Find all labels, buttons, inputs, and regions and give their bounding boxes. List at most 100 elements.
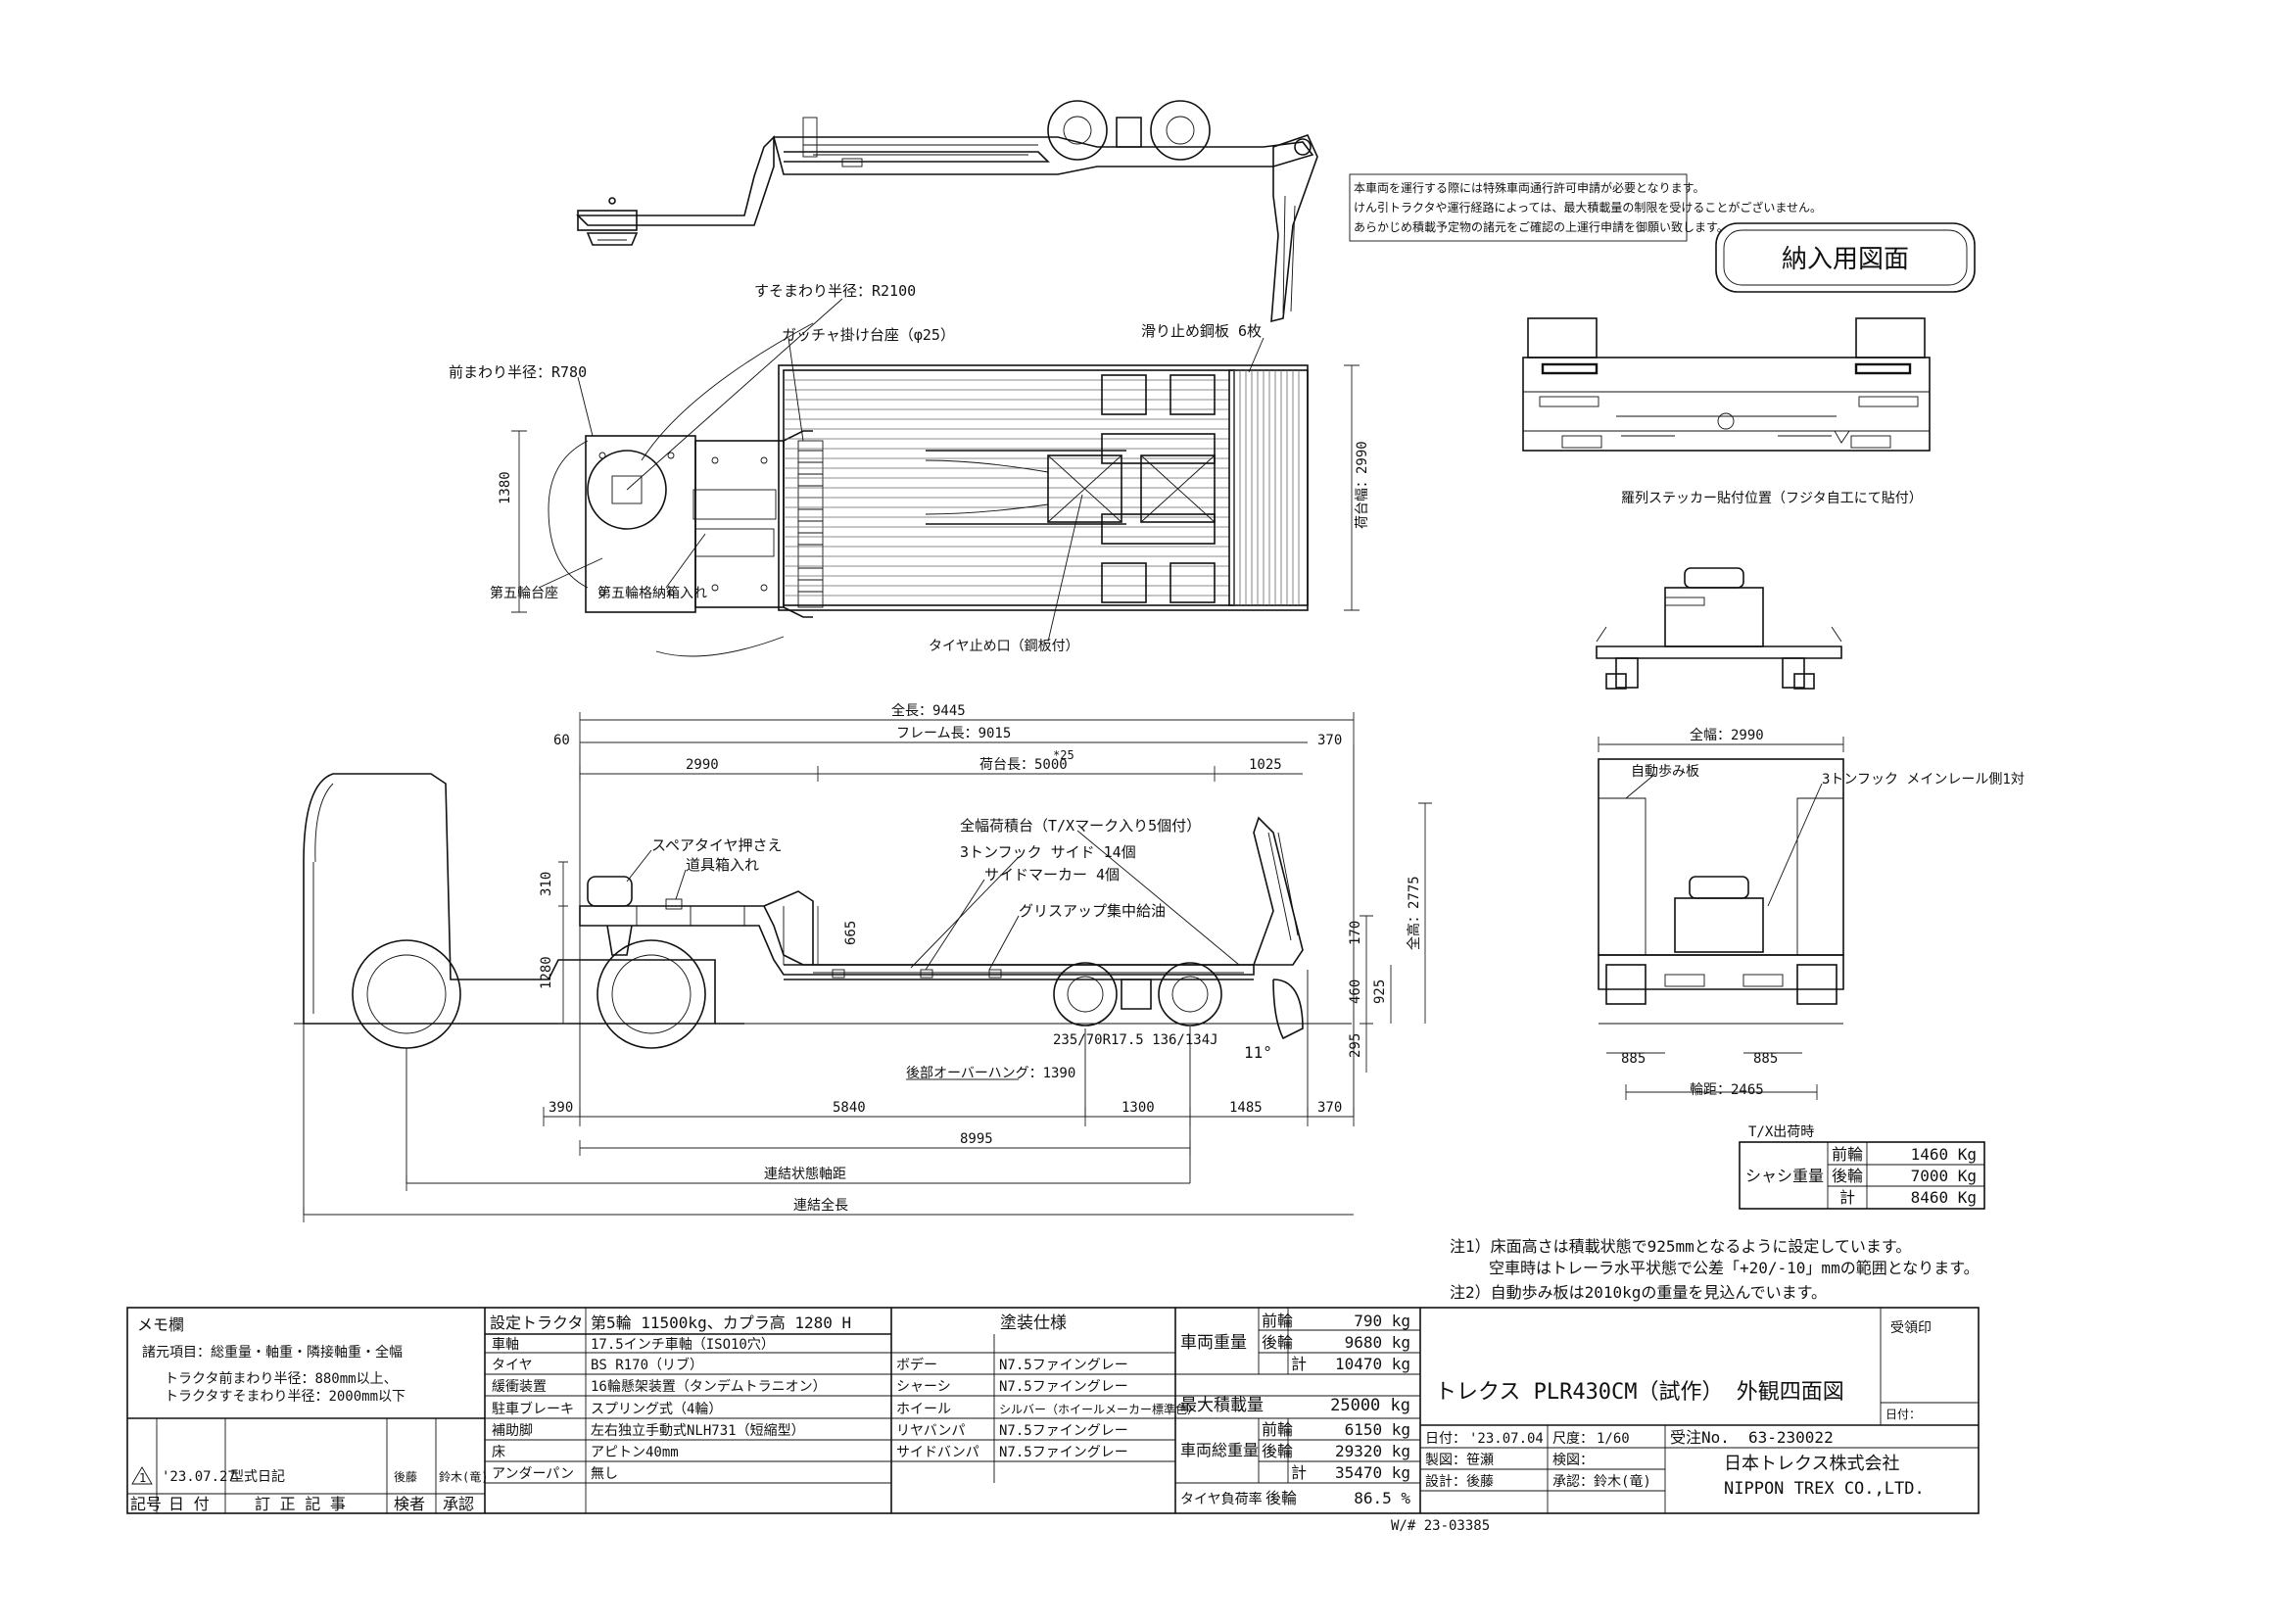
vw-rear: 9680 kg xyxy=(1345,1333,1410,1352)
dim-925: 925 xyxy=(1372,979,1388,1004)
memo-line-3: トラクタすそまわり半径：2000mm以下 xyxy=(165,1389,406,1405)
spare-tire-label: スペアタイヤ押さえ xyxy=(651,836,783,854)
deck-width-label: 荷台幅：2990 xyxy=(1355,441,1370,529)
paint-value: N7.5ファイングレー xyxy=(999,1423,1128,1439)
tire-load-value: 86.5 % xyxy=(1354,1489,1410,1507)
delivery-stamp: 納入用図面 xyxy=(1715,222,1976,293)
wheelbase-label: 連結状態軸距 xyxy=(764,1167,846,1182)
revision-sig-a: 後藤 xyxy=(394,1470,417,1484)
rear-overhang: 後部オーバーハング：1390 xyxy=(906,1066,1075,1081)
paint-value: N7.5ファイングレー xyxy=(999,1445,1128,1460)
spec-label: タイヤ xyxy=(492,1358,533,1373)
combined-length-label: 連結全長 xyxy=(793,1197,848,1214)
overall-length: 全長：9445 xyxy=(891,702,966,719)
spec-label: 緩衝装置 xyxy=(492,1379,547,1395)
gw-total-label: 計 xyxy=(1291,1463,1307,1482)
dim-885-left: 885 xyxy=(1621,1051,1646,1067)
tire-size-label: 235/70R17.5 136/134J xyxy=(1053,1032,1218,1048)
memo-line-2: トラクタ前まわり半径：880mm以上、 xyxy=(165,1370,398,1387)
tool-box-label: 道具箱入れ xyxy=(686,856,759,874)
coupler-label: 第五輪台座 xyxy=(490,585,558,601)
drafter: 製図：笹瀬 xyxy=(1425,1453,1494,1468)
drawing-scale: 1/60 xyxy=(1597,1431,1630,1447)
tire-load-label: タイヤ負荷率 xyxy=(1180,1491,1263,1507)
tx-title: T/X出荷時 xyxy=(1748,1124,1814,1140)
tx-row-value: 1460 Kg xyxy=(1911,1145,1977,1164)
col-check: 承認 xyxy=(443,1495,474,1513)
dim-60: 60 xyxy=(553,733,570,748)
vw-front-label: 前輪 xyxy=(1262,1312,1293,1330)
spec-value: アピトン40mm xyxy=(591,1445,679,1460)
revision-date: '23.07.27 xyxy=(162,1469,236,1485)
ramp-label: 自動歩み板 xyxy=(1631,764,1699,780)
spec-label: 駐車ブレーキ xyxy=(492,1401,574,1417)
revision-content: 型式日記 xyxy=(230,1468,285,1485)
note-1b: 空車時はトレーラ水平状態で公差「+20/-10」mmの範囲となります。 xyxy=(1489,1259,1980,1277)
spec-value: 左右独立手動式NLH731（短縮型） xyxy=(591,1423,805,1439)
gw-total: 35470 kg xyxy=(1335,1463,1410,1482)
receipt-date-label: 日付： xyxy=(1885,1408,1921,1421)
hook-label: 3トンフック メインレール側1対 xyxy=(1822,772,2025,788)
plan-view: 荷台幅：2990 1380 すそまわり半径：R2100 前まわり半径：R780 … xyxy=(449,282,1370,657)
dim-170: 170 xyxy=(1348,921,1363,945)
spec-value: BS R170（リブ） xyxy=(591,1357,703,1373)
paint-label: リヤバンパ xyxy=(896,1423,965,1439)
order-label: 受注No. xyxy=(1670,1428,1730,1447)
date-prefix: 日付： xyxy=(1425,1431,1466,1447)
tractor-value: 第5輪 11500kg、カプラ高 1280 H xyxy=(591,1314,851,1332)
note-2: 注2）自動歩み板は2010kgの重量を見込んでいます。 xyxy=(1450,1283,1827,1302)
dim-310: 310 xyxy=(539,872,554,896)
angle-label: 11° xyxy=(1244,1043,1272,1062)
dim-370-top: 370 xyxy=(1317,733,1342,748)
grease-label: グリスアップ集中給油 xyxy=(1019,902,1166,920)
dim-370-bot: 370 xyxy=(1317,1100,1342,1116)
approver: 承認：鈴木(竜) xyxy=(1552,1473,1651,1490)
lashing-hooks-label: 全幅荷積台（T/Xマーク入り5個付） xyxy=(960,817,1201,835)
vw-total-label: 計 xyxy=(1291,1355,1307,1373)
gw-rear-label: 後輪 xyxy=(1262,1442,1293,1460)
frame-length: フレーム長：9015 xyxy=(896,726,1011,741)
upper-side-view xyxy=(576,100,1318,323)
tractor-label: 設定トラクタ xyxy=(490,1314,583,1332)
spec-label: アンダーパン xyxy=(492,1466,574,1482)
dim-5840: 5840 xyxy=(833,1100,866,1116)
paint-value: シルバー（ホイールメーカー標準色） xyxy=(999,1402,1199,1416)
vw-rear-label: 後輪 xyxy=(1262,1333,1293,1352)
order-no: 63-230022 xyxy=(1748,1428,1834,1447)
spec-label: 床 xyxy=(492,1445,505,1460)
rear-sticker-label: 羅列ステッカー貼付位置（フジタ自工にて貼付） xyxy=(1621,491,1923,506)
memo-line-1: 諸元項目：総重量・軸重・隣接軸重・全幅 xyxy=(142,1344,403,1361)
tx-row-value: 8460 Kg xyxy=(1911,1188,1977,1207)
main-side-view: 全長：9445 フレーム長：9015 60 370 2990 荷台長：5000 … xyxy=(294,702,1432,1222)
gross-weight-label: 車両総重量 xyxy=(1180,1441,1259,1459)
footnotes: 注1）床面高さは積載状態で925mmとなるように設定しています。 空車時はトレー… xyxy=(1450,1237,1980,1302)
note-line-3: あらかじめ積載予定物の諸元をご確認の上運行申請を御願い致します。 xyxy=(1354,219,1729,234)
vw-front: 790 kg xyxy=(1354,1312,1410,1330)
vehicle-weight-label: 車両重量 xyxy=(1180,1333,1247,1353)
tire-stop-label: タイヤ止め口（鋼板付） xyxy=(929,639,1079,654)
tx-row-label: 前輪 xyxy=(1832,1145,1863,1164)
col-date: 日 付 xyxy=(168,1495,210,1513)
side-hooks-label: 3トンフック サイド 14個 xyxy=(960,843,1136,861)
col-author: 検者 xyxy=(394,1495,425,1513)
tx-row-label: 計 xyxy=(1839,1188,1855,1207)
drawing-date: '23.07.04 xyxy=(1469,1431,1544,1447)
dim-1025: 1025 xyxy=(1249,757,1282,773)
note-line-1: 本車両を運行する際には特殊車両通行許可申請が必要となります。 xyxy=(1354,180,1704,195)
paint-label: サイドバンパ xyxy=(896,1445,979,1460)
spec-value: 17.5インチ車軸（ISO10穴） xyxy=(591,1336,775,1353)
tx-row-value: 7000 Kg xyxy=(1911,1167,1977,1185)
note-line-2: けん引トラクタや運行経路によっては、最大積載量の制限を受けることがございません。 xyxy=(1354,200,1822,215)
rear-view-top: 羅列ステッカー貼付位置（フジタ自工にて貼付） xyxy=(1522,317,1931,506)
col-content: 訂 正 記 事 xyxy=(255,1495,346,1513)
gw-front: 6150 kg xyxy=(1345,1420,1410,1439)
paint-label: ホイール xyxy=(896,1402,951,1417)
gooseneck-pin-label: ガッチャ掛け台座（φ25） xyxy=(782,326,955,344)
dim-1280: 1280 xyxy=(539,956,554,989)
paint-label: シャーシ xyxy=(896,1379,951,1395)
tx-row-label: 後輪 xyxy=(1832,1167,1863,1185)
dim-390: 390 xyxy=(549,1100,573,1116)
receipt-label: 受領印 xyxy=(1890,1319,1932,1336)
spec-label: 補助脚 xyxy=(492,1423,533,1439)
